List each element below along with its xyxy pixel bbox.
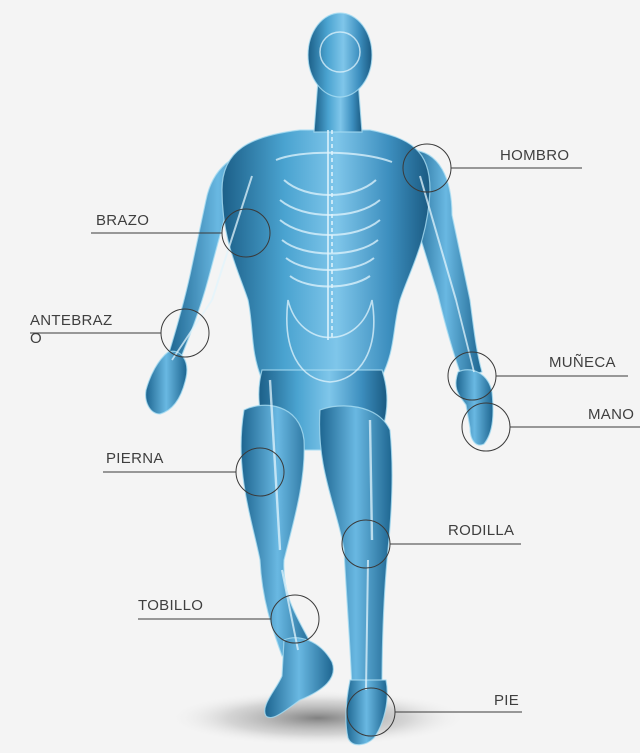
label-muneca: MUÑECA xyxy=(549,355,616,371)
label-mano: MANO xyxy=(588,407,634,423)
human-body-figure xyxy=(146,13,493,745)
floor-shadow xyxy=(168,690,468,746)
label-tobillo: TOBILLO xyxy=(138,598,203,614)
label-pie: PIE xyxy=(494,693,519,709)
label-antebrazo-line1: ANTEBRAZ xyxy=(30,313,112,329)
label-antebrazo-line2: O xyxy=(30,331,42,347)
label-brazo: BRAZO xyxy=(96,213,149,229)
label-pierna: PIERNA xyxy=(106,451,164,467)
label-rodilla: RODILLA xyxy=(448,523,514,539)
label-hombro: HOMBRO xyxy=(500,148,569,164)
